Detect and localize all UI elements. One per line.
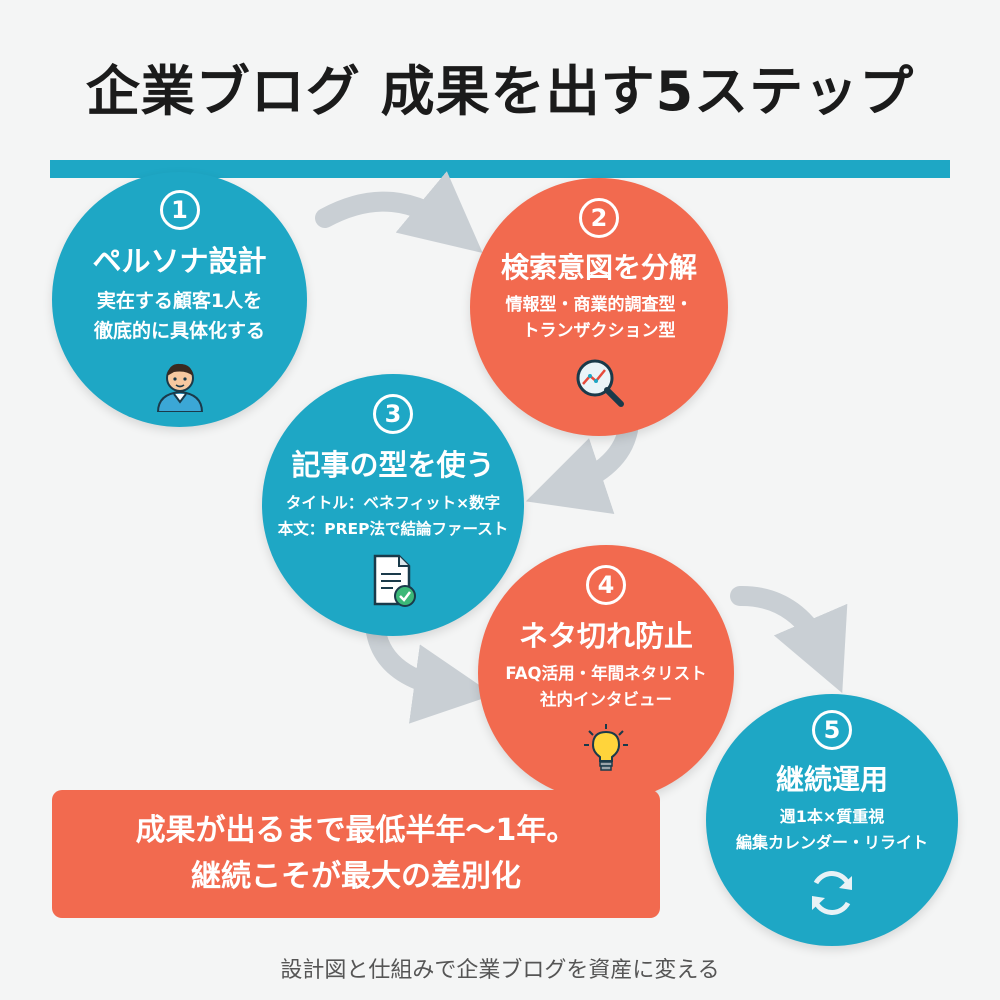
- footer-caption: 設計図と仕組みで企業ブログを資産に変える: [280, 958, 720, 983]
- step-4-desc-2: 社内インタビュー: [540, 690, 672, 709]
- step-3-number: 3: [373, 394, 413, 434]
- title-cover: [50, 90, 950, 160]
- step-3-circle: 3 記事の型を使う タイトル：ベネフィット×数字 本文：PREP法で結論ファース…: [262, 374, 524, 636]
- step-4-circle: 4 ネタ切れ防止 FAQ活用・年間ネタリスト 社内インタビュー: [478, 545, 734, 801]
- arrow-1-2: [315, 171, 483, 254]
- step-5-title: 継続運用: [775, 763, 888, 796]
- step-2-number: 2: [579, 198, 619, 238]
- arrow-3-4: [366, 622, 494, 724]
- step-3-title: 記事の型を使う: [291, 448, 495, 482]
- step-1-circle: 1 ペルソナ設計 実在する顧客1人を 徹底的に具体化する: [52, 172, 307, 427]
- arrow-4-5: [730, 585, 848, 694]
- callout-line-1: 成果が出るまで最低半年〜1年。: [135, 813, 577, 848]
- step-2-desc-2: トランザクション型: [522, 321, 676, 341]
- arrow-2-3: [525, 420, 638, 515]
- page-title: 企業ブログ 成果を出す5ステップ: [85, 60, 915, 123]
- step-1-title: ペルソナ設計: [92, 244, 267, 278]
- magnifier-chart-icon: [571, 354, 627, 414]
- step-4-title: ネタ切れ防止: [518, 619, 693, 653]
- step-2-desc-1: 情報型・商業的調査型・: [505, 295, 693, 315]
- step-4-desc-1: FAQ活用・年間ネタリスト: [505, 664, 707, 683]
- title-area: 企業ブログ 成果を出す5ステップ: [0, 50, 1000, 178]
- step-5-desc-2: 編集カレンダー・リライト: [735, 833, 928, 852]
- step-1-desc-1: 実在する顧客1人を: [96, 290, 263, 312]
- person-icon: [152, 356, 208, 416]
- step-1-desc-2: 徹底的に具体化する: [93, 320, 265, 342]
- step-3-desc-2: 本文：PREP法で結論ファースト: [277, 520, 509, 538]
- step-5-desc-1: 週1本×質重視: [779, 807, 885, 826]
- lightbulb-icon: [581, 723, 631, 777]
- conclusion-callout: 成果が出るまで最低半年〜1年。 継続こそが最大の差別化: [52, 790, 660, 918]
- step-2-circle: 2 検索意図を分解 情報型・商業的調査型・ トランザクション型: [470, 178, 728, 436]
- step-4-number: 4: [586, 565, 626, 605]
- step-2-title: 検索意図を分解: [500, 251, 697, 284]
- step-5-number: 5: [812, 710, 852, 750]
- callout-line-2: 継続こそが最大の差別化: [191, 859, 521, 894]
- step-5-circle: 5 継続運用 週1本×質重視 編集カレンダー・リライト: [706, 694, 958, 946]
- refresh-icon: [805, 866, 859, 924]
- document-check-icon: [365, 552, 421, 612]
- step-3-desc-1: タイトル：ベネフィット×数字: [285, 494, 501, 512]
- step-1-number: 1: [159, 190, 200, 230]
